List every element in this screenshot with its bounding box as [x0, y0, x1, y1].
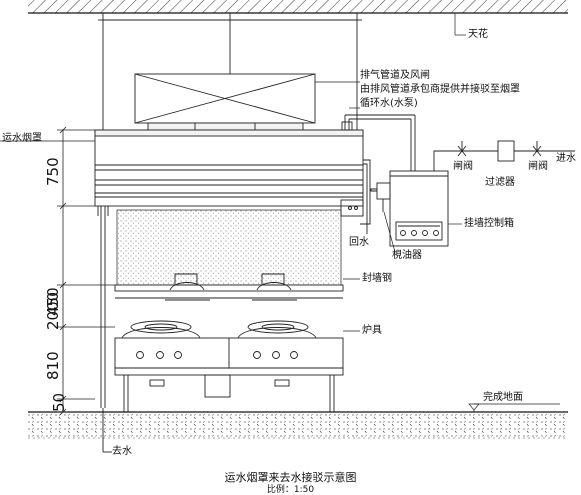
ceiling-slab	[28, 0, 568, 14]
dimension-line	[57, 126, 115, 416]
exhaust-note-label: 由排风管道承包商提供并接驳至烟罩	[360, 84, 520, 95]
hood-label: 运水烟罩	[2, 133, 42, 144]
filter-label: 过滤器	[485, 177, 515, 188]
dimension-810: 810	[44, 351, 62, 380]
return-water-label: 回水	[349, 237, 369, 248]
drain-label: 去水	[112, 446, 132, 457]
water-wash-hood	[94, 129, 364, 217]
oil-tank-label: 梘油器	[392, 250, 422, 261]
circulation-pipes	[341, 114, 416, 234]
oil-tank	[370, 182, 391, 212]
water-in-label: 进水	[556, 153, 576, 164]
hanging-rods	[98, 13, 362, 130]
diagram-title: 运水烟罩来去水接驳示意图	[224, 471, 357, 484]
drain-pipe	[102, 408, 112, 453]
stove	[114, 320, 344, 412]
exhaust-duct-label: 排气管道及风闸	[360, 70, 430, 81]
floor	[28, 411, 568, 439]
dimension-450: 450	[44, 287, 62, 316]
water-inlet-line	[433, 140, 575, 171]
circulation-water-label: 循环水(水泵)	[360, 98, 418, 109]
wall-steel-shelf	[114, 273, 344, 301]
valve-1-label: 闸阀	[453, 161, 473, 172]
valve-2-label: 闸阀	[528, 161, 548, 172]
support-column	[100, 206, 106, 408]
exhaust-duct	[134, 73, 316, 131]
dimension-50: 50	[50, 392, 68, 412]
ceiling-label: 天花	[468, 29, 488, 40]
diagram-scale: 比例：1:50	[266, 485, 315, 495]
leader-lines	[0, 13, 560, 412]
backsplash-wall	[116, 209, 342, 286]
finished-floor-label: 完成地面	[483, 392, 523, 403]
stove-label: 炉具	[362, 325, 382, 336]
control-box-label: 挂墙控制箱	[464, 218, 514, 229]
control-box	[389, 170, 449, 247]
dimension-750: 750	[44, 157, 62, 186]
wall-steel-label: 封墙钢	[362, 273, 392, 284]
